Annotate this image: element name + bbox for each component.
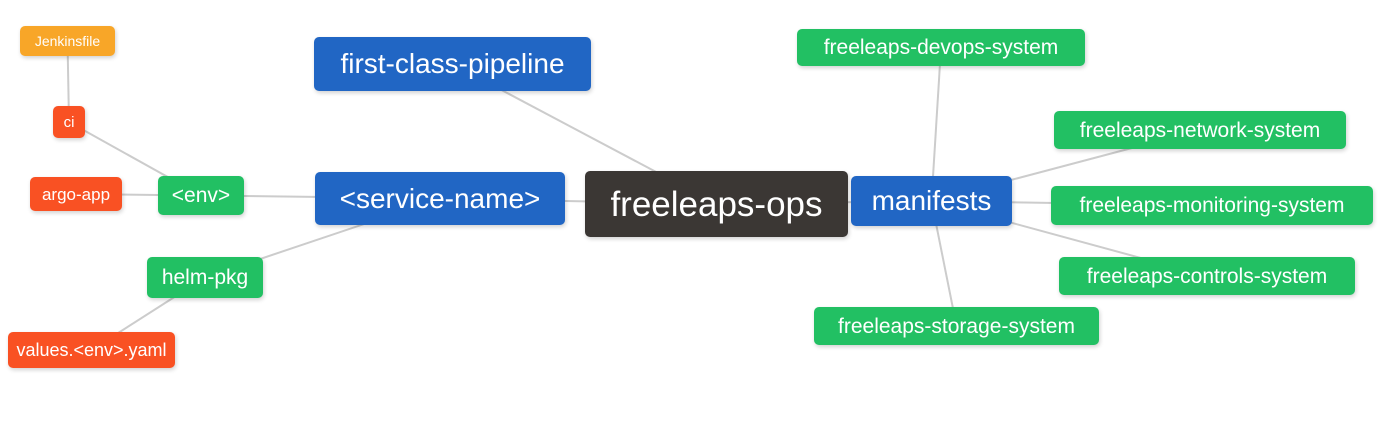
node-argo-app[interactable]: argo-app bbox=[30, 177, 122, 211]
node-env[interactable]: <env> bbox=[158, 176, 244, 215]
node-values-env-yaml[interactable]: values.<env>.yaml bbox=[8, 332, 175, 368]
node-network-system[interactable]: freeleaps-network-system bbox=[1054, 111, 1346, 149]
node-freeleaps-ops[interactable]: freeleaps-ops bbox=[585, 171, 848, 237]
node-service-name[interactable]: <service-name> bbox=[315, 172, 565, 225]
node-controls-system[interactable]: freeleaps-controls-system bbox=[1059, 257, 1355, 295]
node-ci[interactable]: ci bbox=[53, 106, 85, 138]
node-helm-pkg[interactable]: helm-pkg bbox=[147, 257, 263, 298]
node-jenkinsfile[interactable]: Jenkinsfile bbox=[20, 26, 115, 56]
node-first-class-pipeline[interactable]: first-class-pipeline bbox=[314, 37, 591, 91]
node-storage-system[interactable]: freeleaps-storage-system bbox=[814, 307, 1099, 345]
node-manifests[interactable]: manifests bbox=[851, 176, 1012, 226]
node-devops-system[interactable]: freeleaps-devops-system bbox=[797, 29, 1085, 66]
node-monitoring-system[interactable]: freeleaps-monitoring-system bbox=[1051, 186, 1373, 225]
